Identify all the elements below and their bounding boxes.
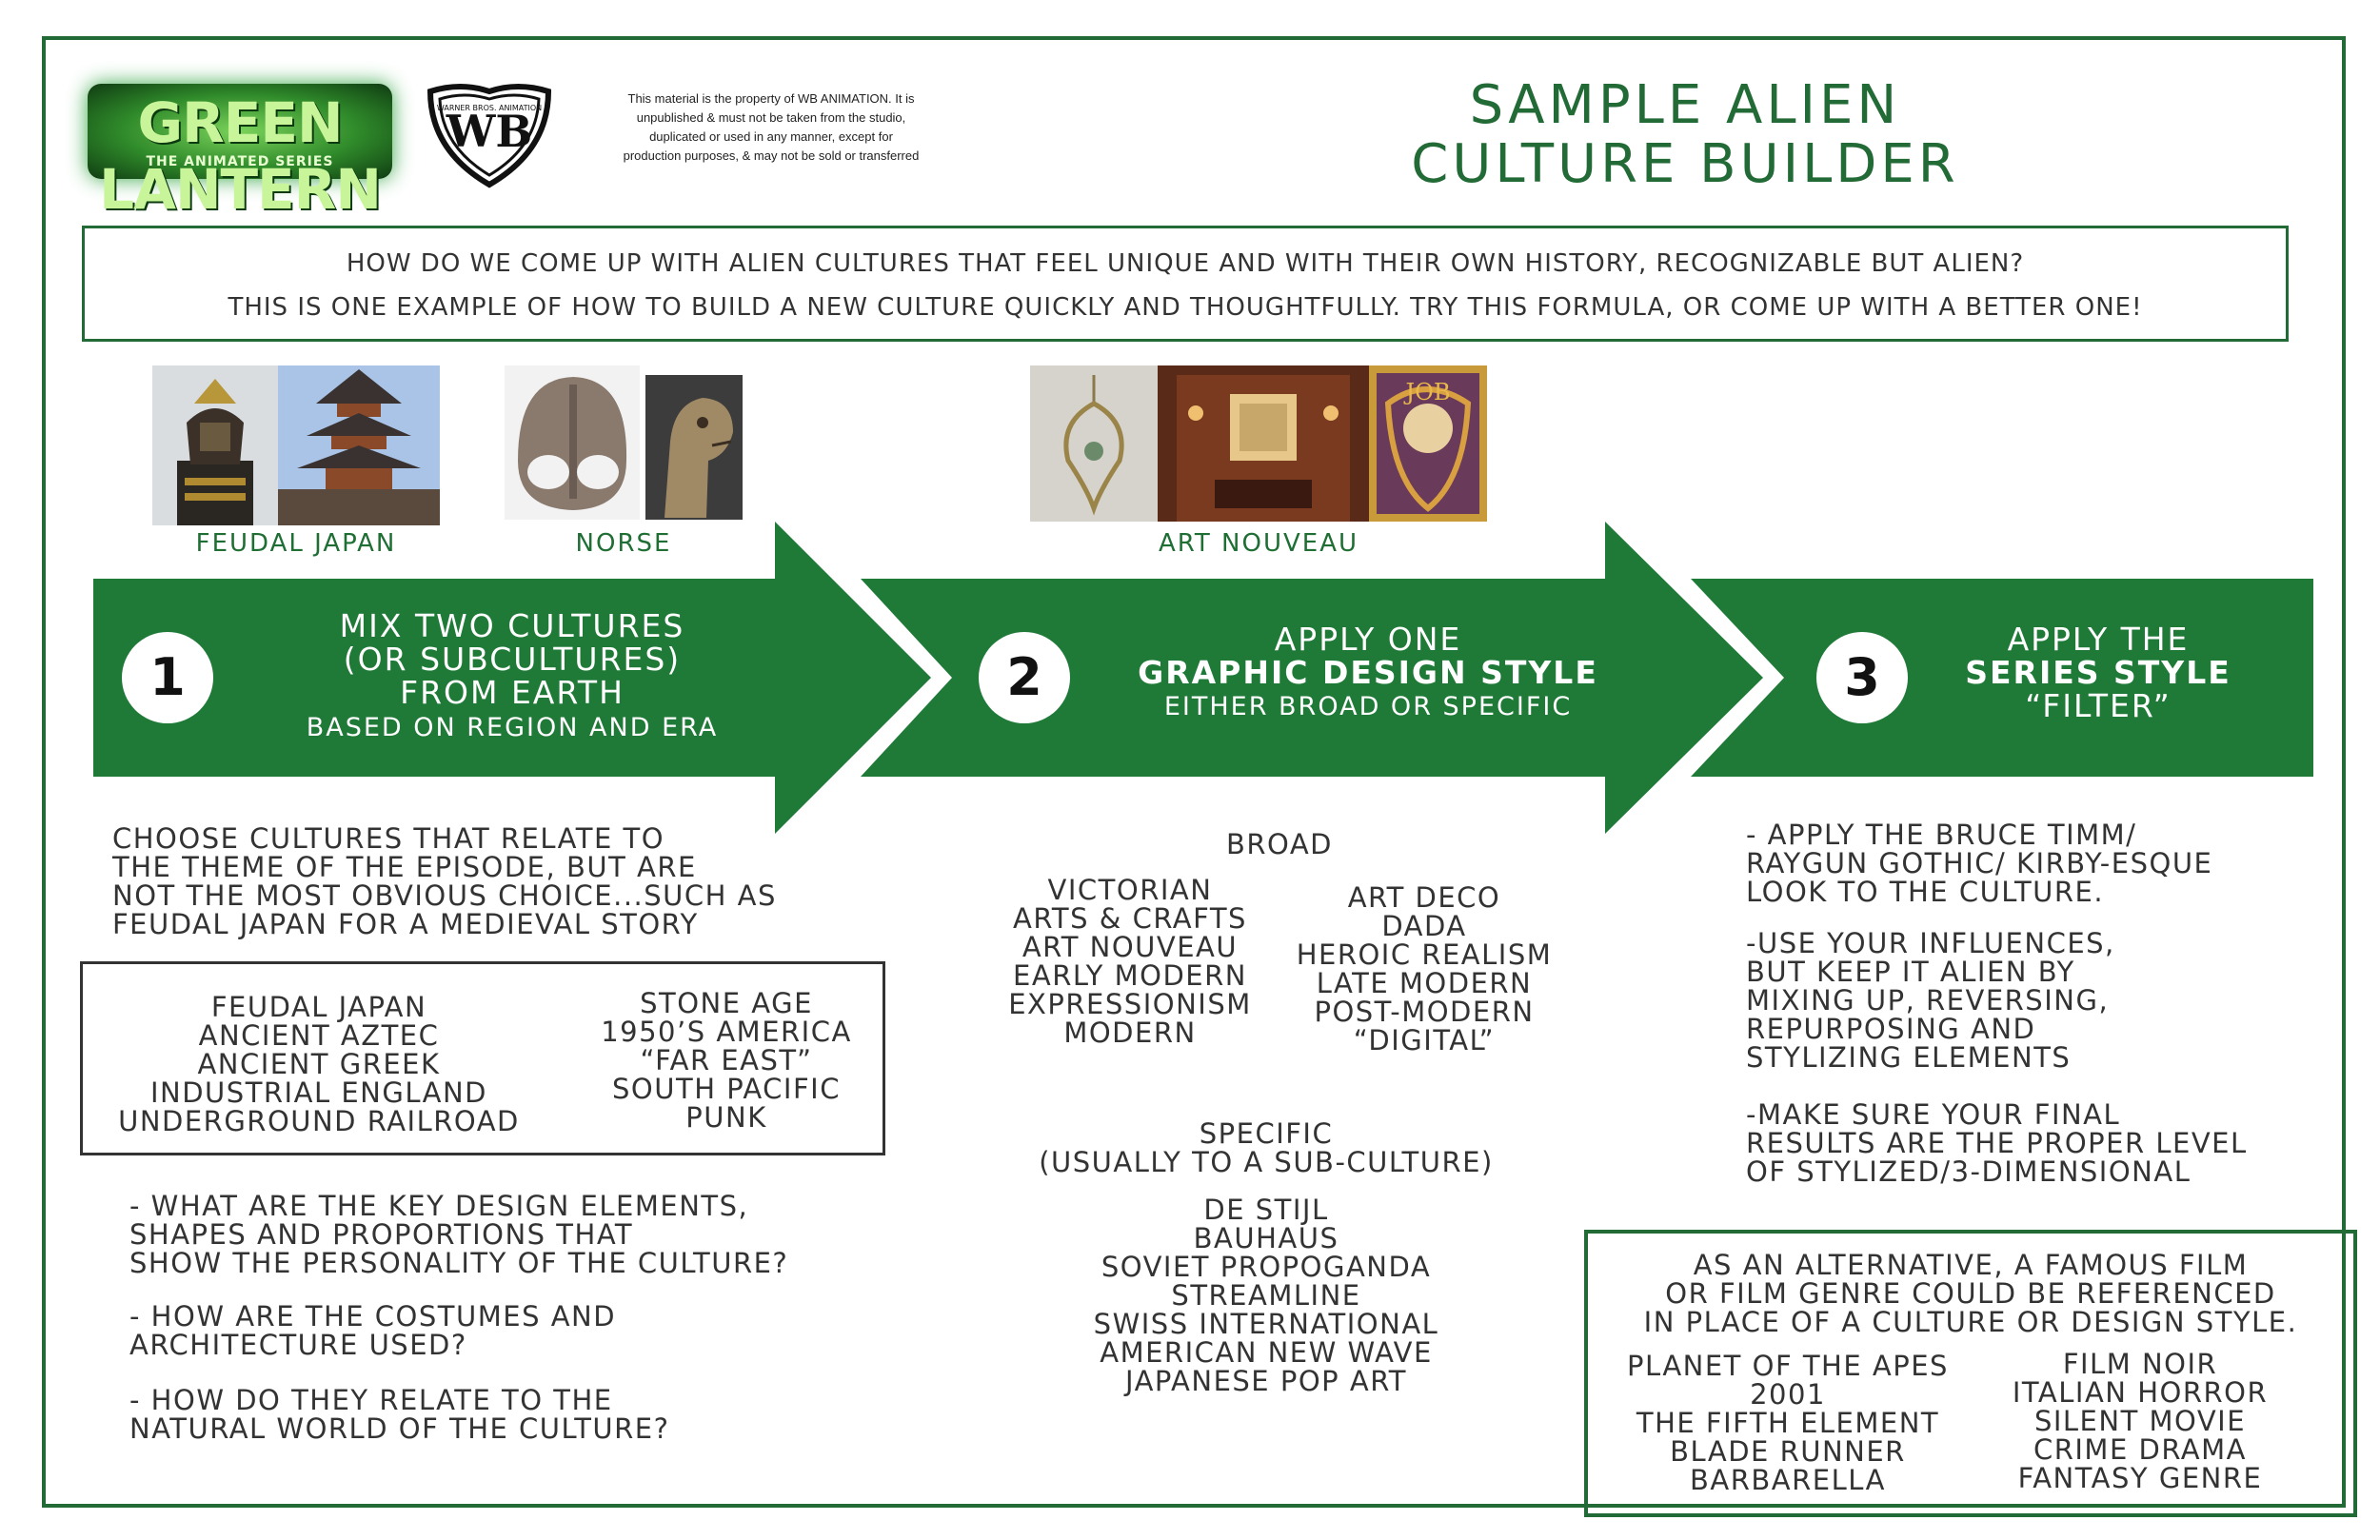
nouveau-interior-photo [1158, 365, 1369, 522]
col1-intro: CHOOSE CULTURES THAT RELATE TO THE THEME… [112, 822, 777, 940]
arrow-step-3 [1691, 579, 2313, 777]
svg-text:WB: WB [446, 106, 533, 157]
film-alternative-intro: AS AN ALTERNATIVE, A FAMOUS FILM OR FILM… [1643, 1249, 2298, 1338]
viking-helmet-photo [505, 365, 640, 520]
broad-styles-right: ART DECO DADA HEROIC REALISM LATE MODERN… [1296, 881, 1553, 1056]
culture-examples-box: FEUDAL JAPAN ANCIENT AZTEC ANCIENT GREEK… [80, 961, 885, 1155]
step-3-text: APPLY THE SERIES STYLE “FILTER” [1965, 621, 2231, 724]
pagoda-photo [278, 365, 440, 525]
intro-line-2: THIS IS ONE EXAMPLE OF HOW TO BUILD A NE… [228, 293, 2143, 322]
specific-styles-list: DE STIJL BAUHAUS SOVIET PROPOGANDA STREA… [1093, 1194, 1439, 1397]
series-filter-note-2: -USE YOUR INFLUENCES, BUT KEEP IT ALIEN … [1746, 927, 2115, 1074]
culture-list-right: STONE AGE 1950’S AMERICA “FAR EAST” SOUT… [601, 987, 852, 1134]
culture-list-left: FEUDAL JAPAN ANCIENT AZTEC ANCIENT GREEK… [118, 991, 520, 1137]
step-2-text: APPLY ONE GRAPHIC DESIGN STYLE EITHER BR… [1138, 621, 1598, 721]
broad-label: BROAD [1225, 828, 1334, 860]
copyright-notice: This material is the property of WB ANIM… [623, 91, 920, 163]
page-title: SAMPLE ALIEN CULTURE BUILDER [1411, 74, 1959, 195]
nouveau-pendant-photo [1030, 365, 1158, 522]
page-frame [42, 36, 2346, 1508]
col1-question-3: - HOW DO THEY RELATE TO THE NATURAL WORL… [129, 1384, 670, 1445]
svg-text:WARNER BROS. ANIMATION: WARNER BROS. ANIMATION [437, 104, 542, 112]
samurai-armor-photo [152, 365, 278, 525]
dragon-head-carving-photo [645, 375, 743, 520]
col1-question-1: - WHAT ARE THE KEY DESIGN ELEMENTS, SHAP… [129, 1190, 789, 1279]
specific-label: SPECIFIC (USUALLY TO A SUB-CULTURE) [1039, 1117, 1494, 1178]
film-list-right: FILM NOIR ITALIAN HORROR SILENT MOVIE CR… [2012, 1348, 2269, 1494]
series-filter-note-3: -MAKE SURE YOUR FINAL RESULTS ARE THE PR… [1746, 1098, 2248, 1188]
warner-bros-shield-logo: WB WARNER BROS. ANIMATION [426, 84, 552, 188]
intro-line-1: HOW DO WE COME UP WITH ALIEN CULTURES TH… [346, 249, 2025, 278]
caption-norse: NORSE [575, 529, 672, 558]
film-alternative-box: AS AN ALTERNATIVE, A FAMOUS FILM OR FILM… [1584, 1230, 2357, 1517]
green-lantern-logo: GREEN LANTERN THE ANIMATED SERIES [88, 84, 392, 222]
mucha-poster-photo: JOB [1369, 365, 1487, 522]
col1-question-2: - HOW ARE THE COSTUMES AND ARCHITECTURE … [129, 1300, 617, 1361]
intro-box: HOW DO WE COME UP WITH ALIEN CULTURES TH… [82, 226, 2289, 342]
caption-art-nouveau: ART NOUVEAU [1158, 529, 1359, 558]
svg-text:JOB: JOB [1403, 379, 1451, 405]
arrow-step-2 [861, 522, 1763, 834]
step-1-text: MIX TWO CULTURES (OR SUBCULTURES) FROM E… [306, 607, 719, 742]
arrow-step-1 [93, 522, 931, 834]
film-list-left: PLANET OF THE APES 2001 THE FIFTH ELEMEN… [1627, 1350, 1949, 1496]
step-1-number: 1 [122, 632, 213, 723]
step-3-number: 3 [1816, 632, 1908, 723]
series-filter-note-1: - APPLY THE BRUCE TIMM/ RAYGUN GOTHIC/ K… [1746, 819, 2213, 908]
step-2-number: 2 [979, 632, 1070, 723]
caption-feudal-japan: FEUDAL JAPAN [195, 529, 397, 558]
broad-styles-left: VICTORIAN ARTS & CRAFTS ART NOUVEAU EARL… [1008, 874, 1252, 1049]
